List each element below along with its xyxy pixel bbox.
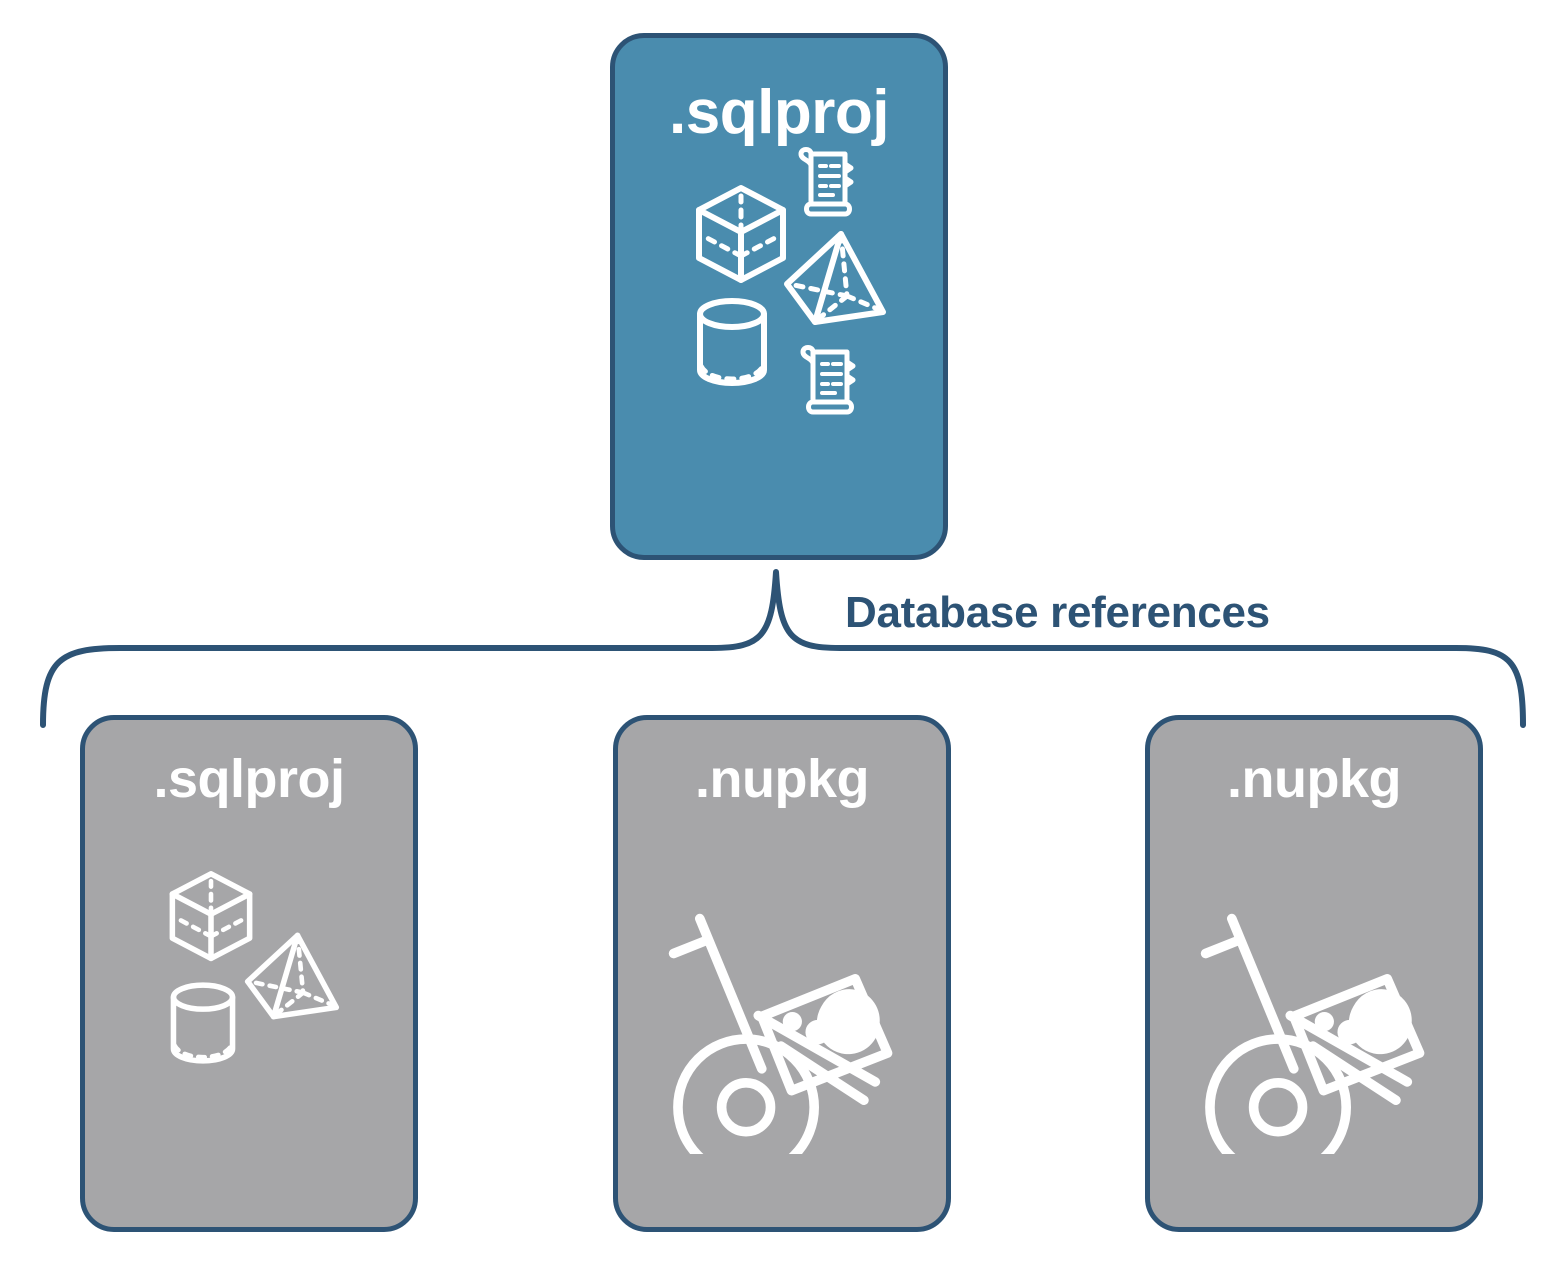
node-reference-nupkg-2[interactable]: .nupkg	[1145, 715, 1483, 1232]
node-reference-sqlproj[interactable]: .sqlproj	[80, 715, 418, 1232]
brace-label: Database references	[845, 588, 1270, 637]
node-reference-nupkg-2-artwork	[1150, 806, 1478, 1227]
pyramid-icon	[244, 932, 340, 1020]
cube-icon	[169, 871, 253, 962]
cylinder-icon	[170, 982, 236, 1064]
cube-icon	[696, 185, 786, 283]
node-reference-nupkg-1-artwork	[618, 806, 946, 1227]
scroll-icon	[798, 147, 854, 217]
node-root-sqlproj-artwork	[615, 144, 943, 555]
node-reference-nupkg-2-label: .nupkg	[1227, 749, 1401, 809]
cylinder-icon	[697, 298, 767, 386]
node-reference-nupkg-1[interactable]: .nupkg	[613, 715, 951, 1232]
node-reference-nupkg-1-label: .nupkg	[695, 749, 869, 809]
node-reference-sqlproj-label: .sqlproj	[153, 749, 345, 809]
hand-truck-package-icon	[1200, 913, 1425, 1154]
scroll-icon	[800, 345, 856, 415]
pyramid-icon	[784, 231, 886, 325]
node-reference-sqlproj-artwork	[85, 806, 413, 1227]
node-root-sqlproj-label: .sqlproj	[669, 78, 889, 147]
node-root-sqlproj[interactable]: .sqlproj	[610, 33, 948, 560]
hand-truck-package-icon	[668, 913, 893, 1154]
